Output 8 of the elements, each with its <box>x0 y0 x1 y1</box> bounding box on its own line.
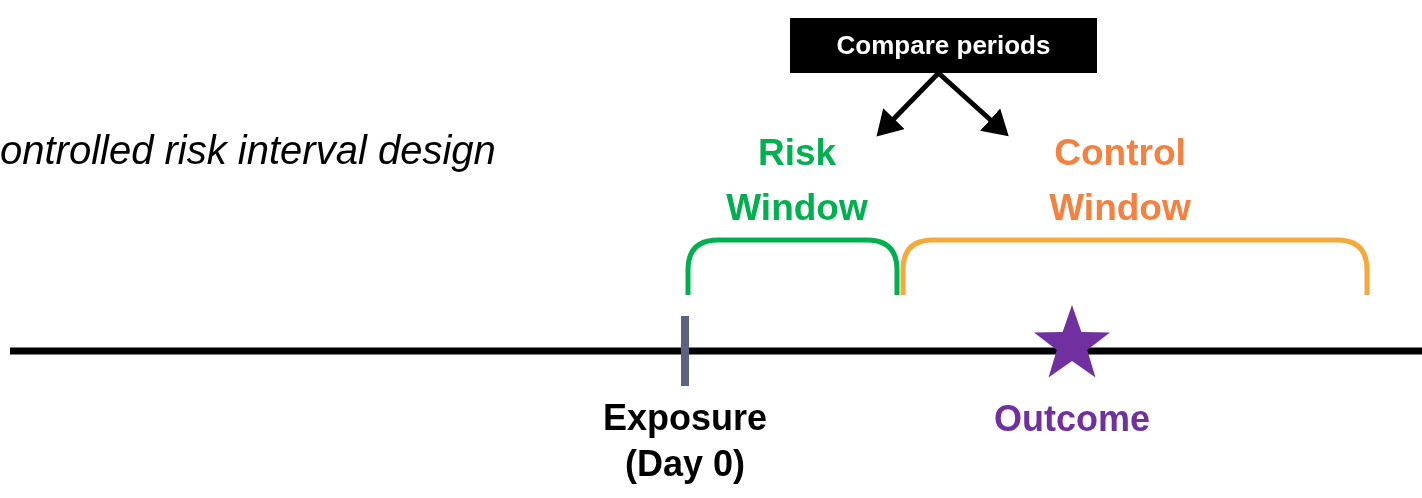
label-box: Compare periods <box>790 18 1097 73</box>
outcome-label: Outcome <box>993 398 1151 440</box>
design-title: ontrolled risk interval design <box>0 128 496 173</box>
arrow <box>936 71 1009 137</box>
arrow <box>876 71 941 137</box>
window-label: Control Window <box>1020 125 1220 235</box>
exposure-label: Exposure (Day 0) <box>601 396 769 486</box>
window-label: Risk Window <box>707 125 887 235</box>
